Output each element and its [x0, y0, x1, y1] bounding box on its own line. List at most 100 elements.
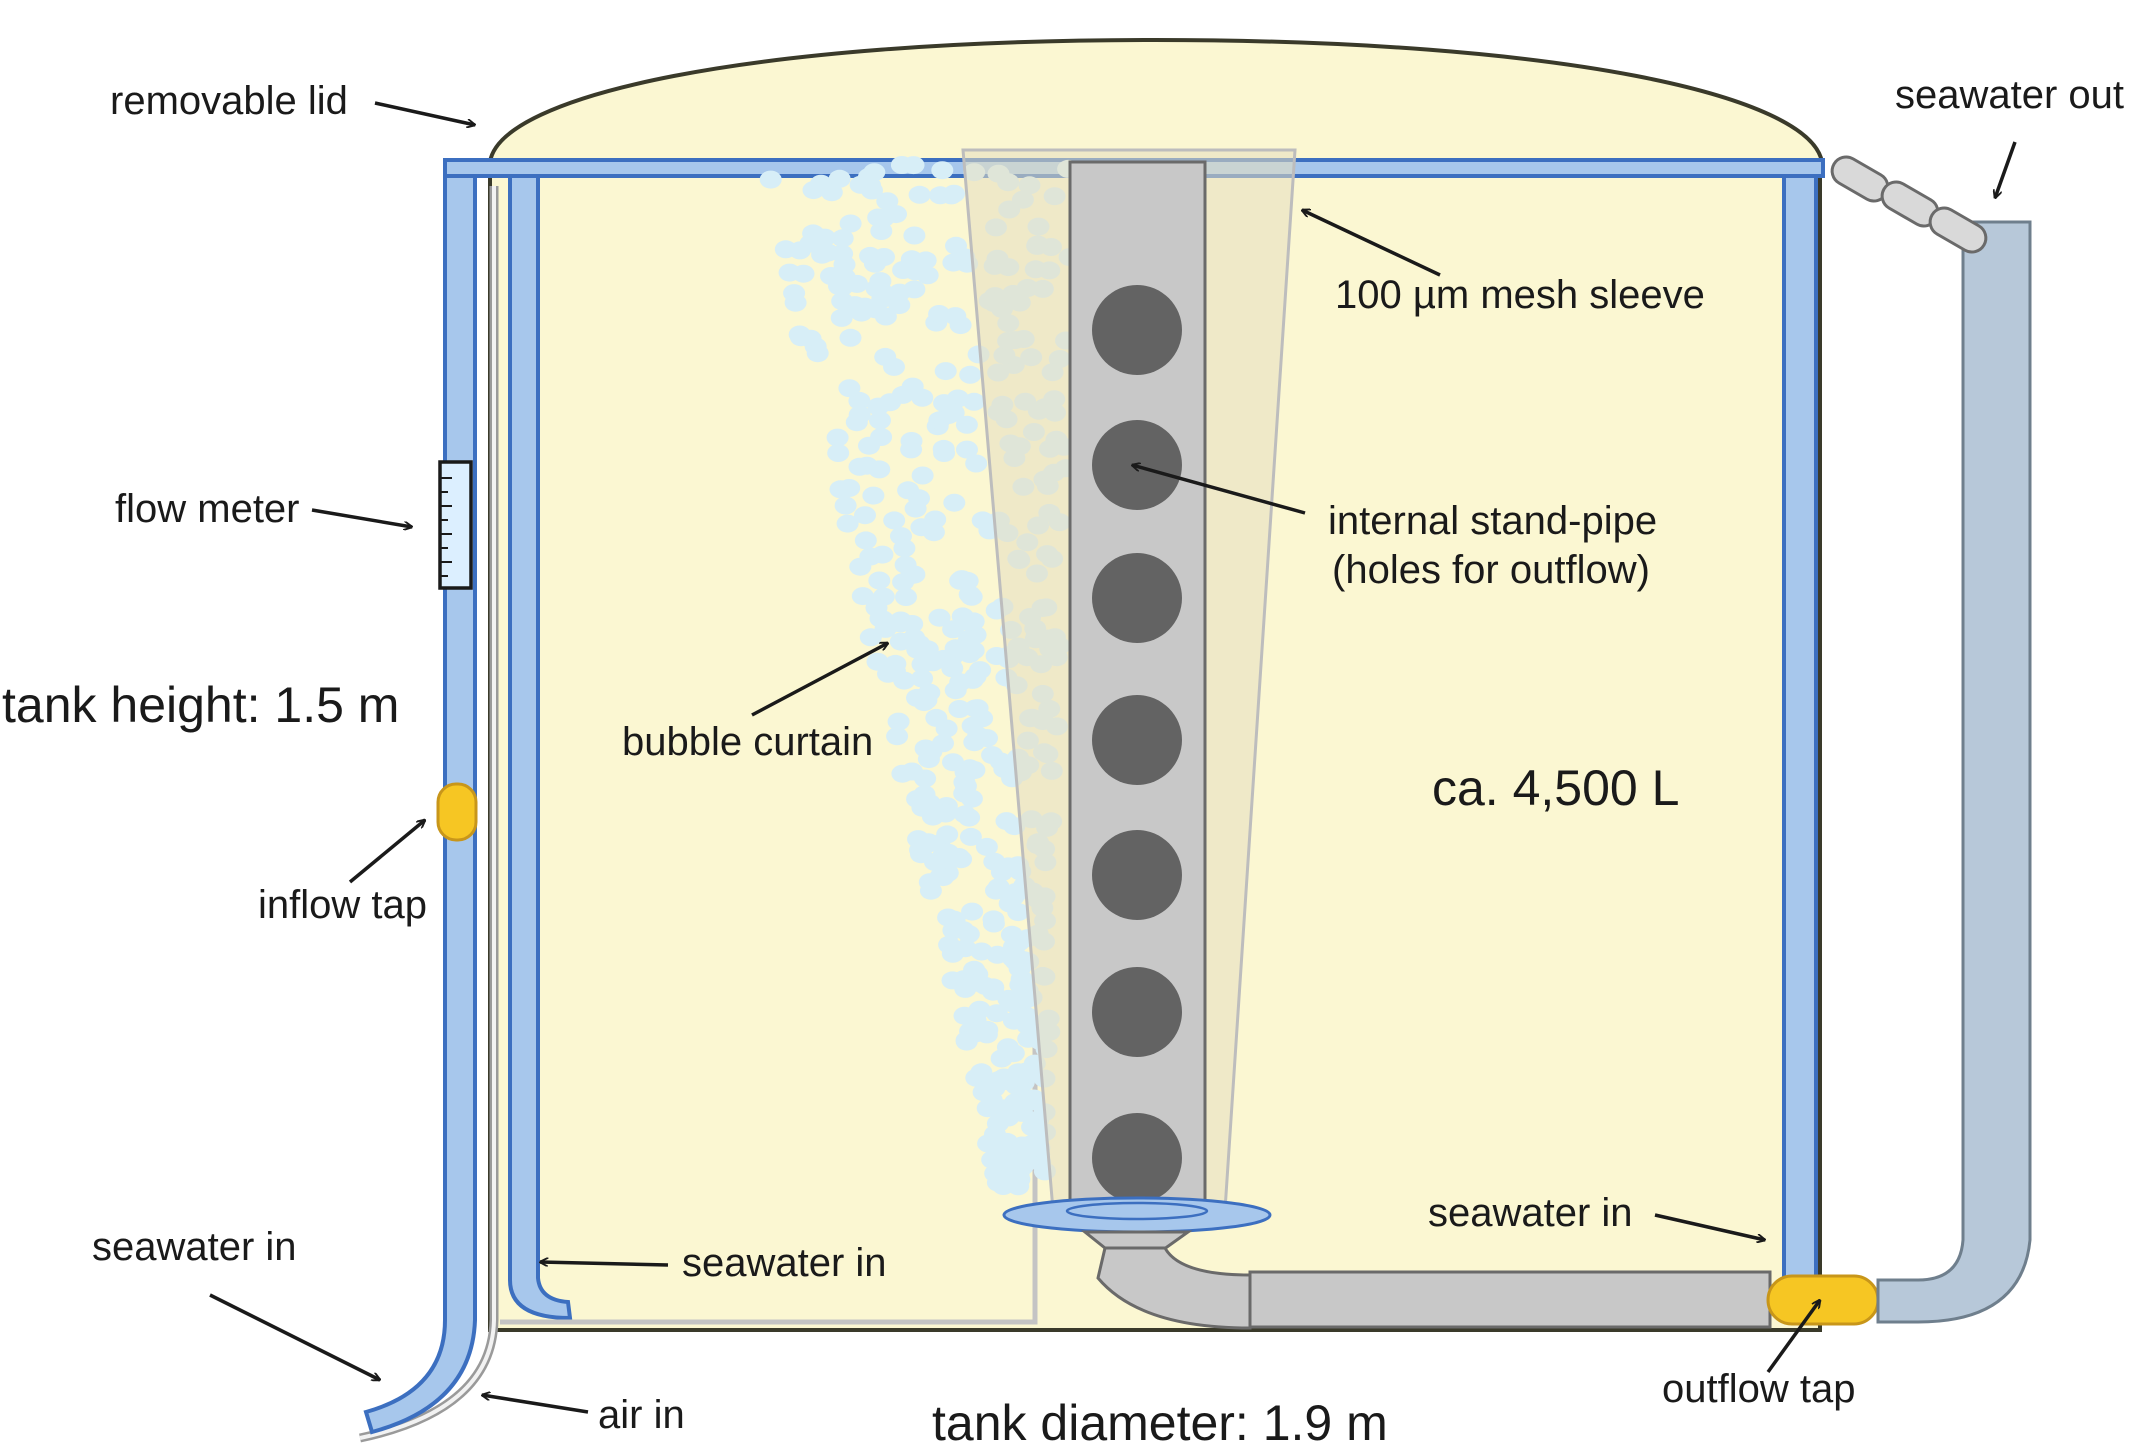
bubble [1007, 933, 1030, 952]
bubble [955, 415, 978, 434]
bubble [903, 226, 926, 245]
bubble [867, 208, 890, 227]
label-flow-meter: flow meter [115, 487, 300, 531]
bubble [958, 808, 981, 827]
bubble [895, 588, 917, 606]
bottom-outflow-pipe [1248, 1270, 1772, 1329]
bubble [893, 539, 916, 558]
annotation-arrows [209, 101, 2017, 1414]
bubble [959, 365, 982, 384]
bubble [792, 264, 815, 283]
external-outflow-riser [1876, 220, 2032, 1324]
bubble [876, 192, 899, 211]
bubble [859, 176, 881, 195]
flow-meter [438, 460, 473, 590]
bubble [980, 1091, 1003, 1109]
bubble [827, 444, 850, 462]
bubble [1004, 946, 1027, 965]
bubble [831, 292, 854, 311]
bubble [799, 234, 822, 253]
bubble [958, 645, 981, 664]
bubble [889, 611, 912, 630]
standpipe-hole [1092, 285, 1182, 375]
bubble [1015, 1062, 1038, 1081]
label-standpipe-line1: internal stand-pipe [1328, 499, 1657, 543]
label-seawater-in-bottom-right: seawater in [1428, 1191, 1633, 1235]
bubble [918, 873, 941, 892]
bubble [932, 734, 954, 753]
bubble [850, 303, 873, 322]
bubble [942, 753, 964, 772]
bubble [806, 344, 829, 363]
bubble [863, 254, 886, 273]
bubble [845, 413, 868, 432]
removable-lid [487, 37, 1825, 164]
bubble [967, 973, 989, 992]
bubble [869, 411, 891, 430]
bubble [981, 1075, 1003, 1094]
bubble [1019, 1092, 1042, 1111]
bubble [949, 316, 972, 335]
bubble [986, 1173, 1009, 1192]
bubble [833, 268, 856, 287]
bubble [789, 328, 812, 347]
bubble [903, 628, 926, 647]
bubble [888, 283, 911, 302]
bubble [956, 571, 979, 590]
bubble [900, 566, 923, 584]
bubble [888, 296, 911, 315]
bubble [953, 248, 976, 267]
bubble [831, 229, 854, 248]
right-wall-pipe [1782, 174, 1818, 1298]
bubble [1002, 1011, 1025, 1030]
bubble [960, 789, 983, 808]
bubble [987, 878, 1010, 897]
bubble [914, 251, 937, 270]
bubble [887, 712, 910, 731]
bubble [952, 921, 975, 940]
bubble [854, 506, 876, 525]
bubble [893, 671, 916, 690]
bubble [1007, 903, 1030, 922]
bubble [948, 700, 971, 718]
bubble [1028, 1138, 1051, 1157]
bubble [962, 612, 985, 631]
bubble [1014, 1153, 1037, 1171]
bubble [883, 511, 906, 530]
bubble [956, 440, 978, 459]
bubble [836, 514, 859, 533]
bubble [985, 1004, 1008, 1023]
bubble [965, 454, 988, 473]
label-inflow-tap: inflow tap [258, 883, 427, 927]
bubble [890, 156, 913, 174]
bubble [982, 914, 1005, 933]
bottom-outflow-elbow [1096, 1246, 1252, 1330]
bubble [961, 670, 984, 689]
bubble [968, 1000, 991, 1019]
standpipe-hole [1092, 695, 1182, 785]
bubble [838, 479, 861, 497]
bubble [866, 652, 889, 671]
label-seawater-out: seawater out [1895, 73, 2124, 117]
label-seawater-in-left: seawater in [92, 1225, 297, 1269]
bubble [961, 902, 984, 921]
standpipe-holes [1092, 285, 1182, 1203]
bubble [867, 397, 890, 416]
inflow-tap [436, 782, 478, 842]
bubble [854, 531, 877, 550]
bubble [759, 170, 782, 189]
inner-inflow-pipe [508, 174, 573, 1321]
bubble [868, 571, 891, 590]
bubble [936, 825, 959, 844]
bubble [997, 989, 1020, 1008]
label-standpipe-line2: (holes for outflow) [1332, 548, 1650, 592]
label-air-in: air in [598, 1393, 685, 1437]
bubble [922, 523, 945, 542]
bubble [834, 496, 857, 515]
label-outflow-tap: outflow tap [1662, 1367, 1855, 1411]
bubble [886, 727, 909, 746]
bubble [911, 466, 934, 485]
standpipe-hole [1092, 967, 1182, 1057]
bubble [917, 750, 940, 769]
bubble [994, 1153, 1017, 1172]
